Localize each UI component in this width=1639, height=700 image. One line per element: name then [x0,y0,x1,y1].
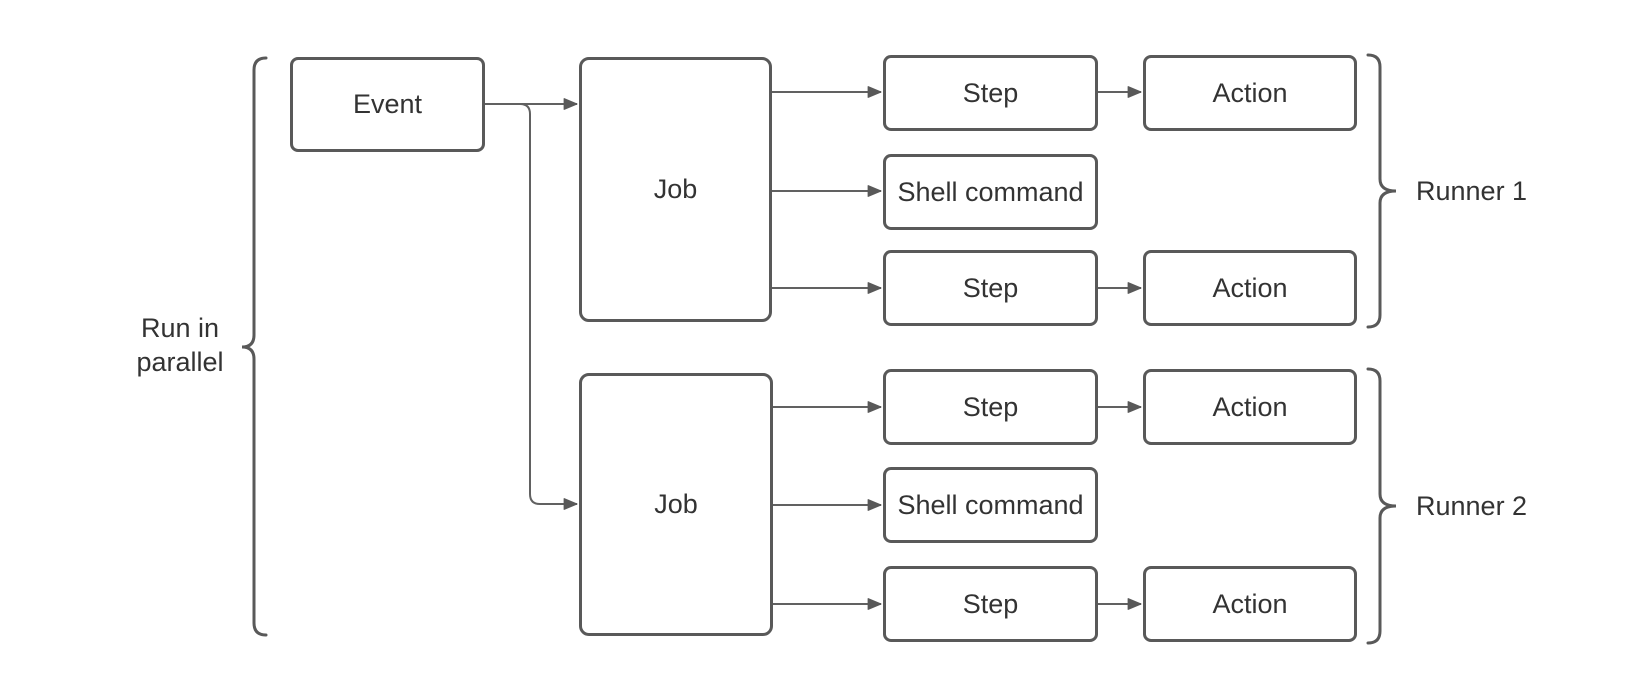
node-step-4: Step [883,566,1098,642]
node-action-3-label: Action [1212,391,1288,422]
arrow-event-to-job2 [485,103,578,510]
label-run-in-parallel-line1: Run in [140,313,220,343]
node-action-4-label: Action [1212,588,1288,619]
label-runner-2: Runner 2 [1416,491,1528,521]
node-shell-command-2-label: Shell command [897,489,1084,520]
node-job-2: Job [579,373,773,636]
runner1-brace-icon [1366,53,1397,329]
node-shell-command-1-label: Shell command [897,176,1084,207]
node-step-2: Step [883,250,1098,326]
left-brace-icon [241,56,268,637]
label-runner-1: Runner 1 [1416,176,1528,206]
node-action-1-label: Action [1212,77,1288,108]
node-action-1: Action [1143,55,1357,131]
node-step-1-label: Step [962,77,1019,108]
node-step-2-label: Step [962,272,1019,303]
node-step-1: Step [883,55,1098,131]
node-job-1-label: Job [653,174,698,204]
node-action-4: Action [1143,566,1357,642]
label-run-in-parallel-line2: parallel [136,347,224,377]
node-action-3: Action [1143,369,1357,445]
node-job-2-label: Job [654,489,698,519]
node-step-3-label: Step [962,391,1019,422]
node-shell-command-1: Shell command [883,154,1098,230]
node-shell-command-2: Shell command [883,467,1098,543]
node-event-label: Event [352,89,423,119]
node-event: Event [290,57,485,152]
runner2-brace-icon [1366,367,1397,645]
node-job-1: Job [579,57,772,322]
label-run-in-parallel: Run in parallel [105,311,255,379]
node-step-3: Step [883,369,1098,445]
node-step-4-label: Step [962,588,1019,619]
node-action-2: Action [1143,250,1357,326]
node-action-2-label: Action [1212,272,1288,303]
